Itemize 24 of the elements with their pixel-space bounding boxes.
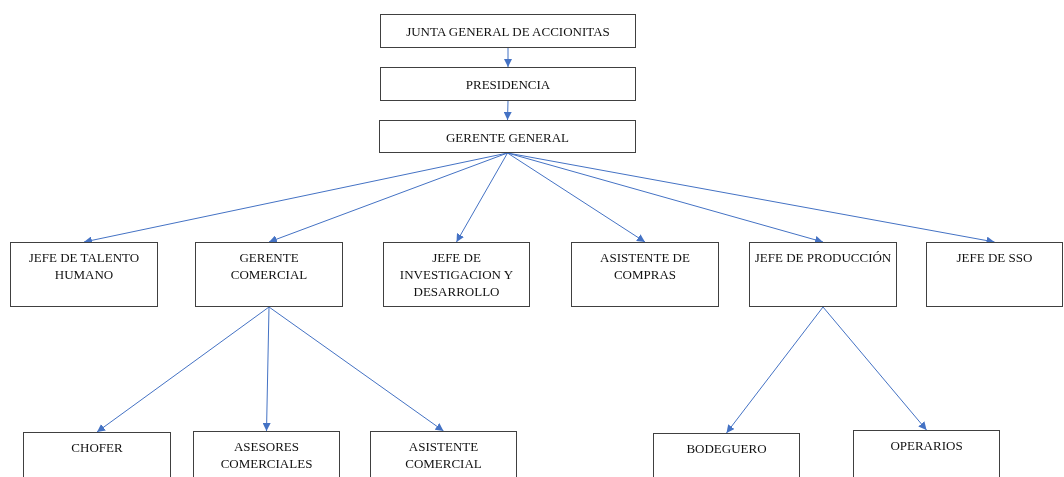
position-box: ASESORES COMERCIALES	[193, 431, 340, 477]
position-box: JEFE DE PRODUCCIÓN	[749, 242, 897, 307]
position-box: BODEGUERO	[653, 433, 800, 477]
arrow	[726, 306, 824, 434]
position-box: GERENTE GENERAL	[379, 120, 636, 153]
arrow	[822, 306, 927, 431]
arrow	[262, 306, 271, 432]
position-box: JUNTA GENERAL DE ACCIONITAS	[380, 14, 636, 48]
position-box: PRESIDENCIA	[380, 67, 636, 101]
arrow	[503, 100, 512, 121]
position-box: GERENTE COMERCIAL	[195, 242, 343, 307]
position-box: ASISTENTE DE COMPRAS	[571, 242, 719, 307]
arrow	[456, 152, 508, 243]
position-box: JEFE DE INVESTIGACION Y DESARROLLO	[383, 242, 530, 307]
position-box: OPERARIOS	[853, 430, 1000, 477]
arrow	[507, 152, 646, 243]
position-box: JEFE DE SSO	[926, 242, 1063, 307]
position-box: JEFE DE TALENTO HUMANO	[10, 242, 158, 307]
arrow	[96, 306, 270, 433]
arrow	[268, 306, 444, 432]
position-box: CHOFER	[23, 432, 171, 477]
arrow	[504, 47, 512, 68]
arrow	[268, 152, 508, 243]
position-box: ASISTENTE COMERCIAL	[370, 431, 517, 477]
